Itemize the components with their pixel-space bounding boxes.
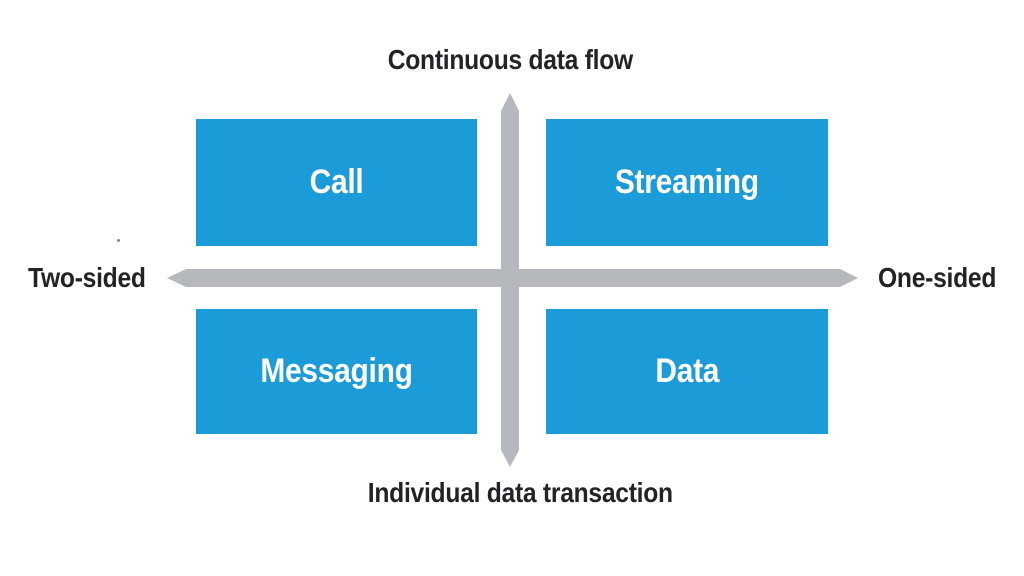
quadrant-label-data: Data — [655, 352, 719, 390]
axis-label-left: Two-sided — [0, 264, 146, 292]
quadrant-box-messaging: Messaging — [196, 309, 477, 434]
quadrant-box-streaming: Streaming — [546, 119, 828, 246]
axis-label-top-text: Continuous data flow — [387, 44, 633, 75]
quadrant-box-call: Call — [196, 119, 477, 246]
quadrant-label-streaming: Streaming — [615, 163, 759, 201]
axis-label-right-text: One-sided — [878, 262, 997, 293]
axis-label-right: One-sided — [878, 264, 1024, 292]
quadrant-label-messaging: Messaging — [260, 352, 413, 390]
axis-label-left-text: Two-sided — [28, 262, 146, 293]
stray-dot-mark — [117, 239, 120, 242]
axis-label-bottom: Individual data transaction — [320, 479, 720, 507]
axis-label-bottom-text: Individual data transaction — [367, 477, 673, 508]
quadrant-box-data: Data — [546, 309, 828, 434]
axis-label-top: Continuous data flow — [310, 46, 710, 74]
vertical-axis — [501, 93, 519, 467]
quadrant-label-call: Call — [309, 163, 364, 201]
